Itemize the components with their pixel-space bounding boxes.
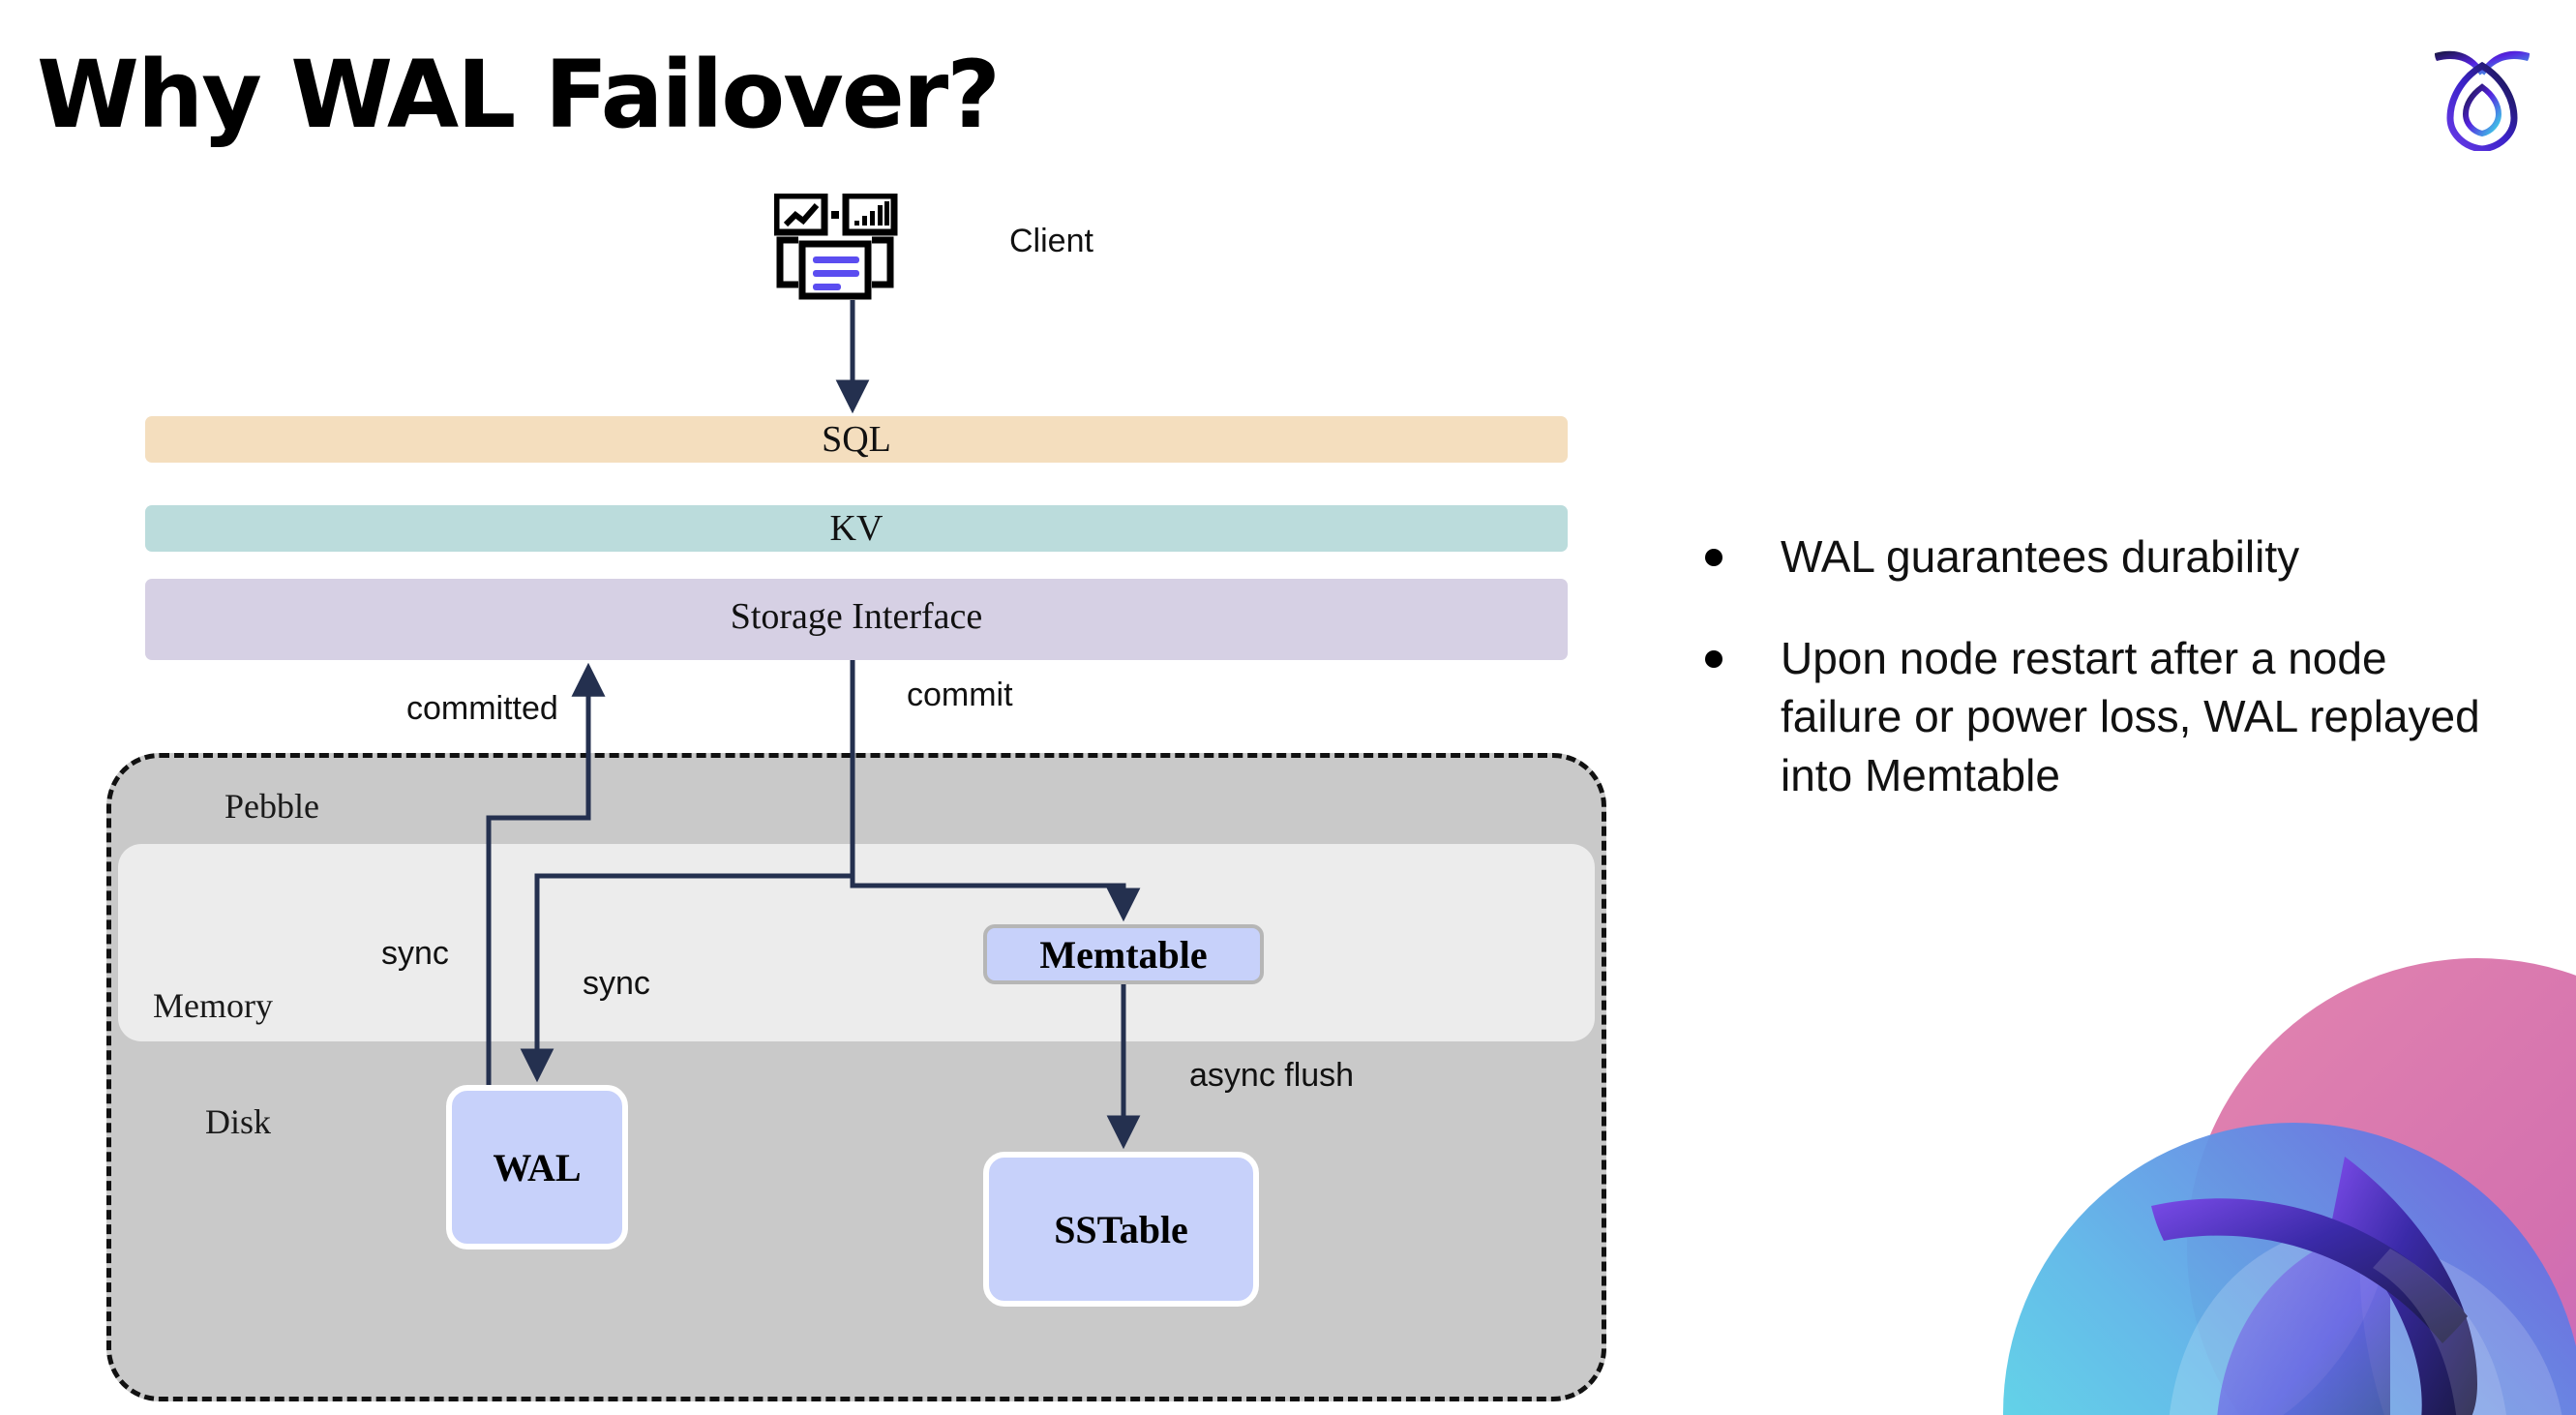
node-wal: WAL — [446, 1085, 628, 1249]
disk-label: Disk — [205, 1102, 272, 1141]
memory-label: Memory — [153, 986, 273, 1025]
edge-label-committed: committed — [406, 690, 558, 727]
client-terminal-icon — [772, 192, 929, 300]
node-sstable-label: SSTable — [1054, 1207, 1188, 1251]
edge-label-commit: commit — [907, 677, 1013, 713]
layer-bar-sql-label: SQL — [822, 418, 891, 460]
list-item: Upon node restart after a node failure o… — [1705, 629, 2508, 805]
node-sstable: SSTable — [983, 1152, 1259, 1307]
layer-bar-storage-label: Storage Interface — [730, 596, 983, 637]
pebble-label: Pebble — [225, 787, 319, 826]
edge-label-async-flush: async flush — [1189, 1057, 1355, 1094]
bullet-text: WAL guarantees durability — [1781, 531, 2300, 582]
bullet-text: Upon node restart after a node failure o… — [1781, 632, 2480, 801]
layer-bar-storage: Storage Interface — [145, 579, 1568, 660]
node-wal-label: WAL — [493, 1145, 582, 1189]
page-title: Why WAL Failover? — [37, 41, 1001, 149]
node-memtable: Memtable — [983, 924, 1264, 984]
cockroachdb-logo — [2429, 37, 2535, 153]
bullet-dot-icon — [1705, 549, 1722, 566]
decorative-circles-art — [1974, 929, 2576, 1415]
edge-label-sync-right: sync — [583, 965, 650, 1002]
client-label: Client — [1009, 223, 1093, 259]
bullet-dot-icon — [1705, 649, 1722, 668]
edge-label-sync-left: sync — [381, 935, 449, 972]
bullet-list: WAL guarantees durability Upon node rest… — [1705, 527, 2508, 848]
list-item: WAL guarantees durability — [1705, 527, 2508, 587]
layer-bar-sql: SQL — [145, 416, 1568, 463]
layer-bar-kv-label: KV — [829, 508, 884, 549]
memory-band — [118, 844, 1595, 1041]
layer-bar-kv: KV — [145, 505, 1568, 552]
node-memtable-label: Memtable — [1039, 932, 1208, 977]
